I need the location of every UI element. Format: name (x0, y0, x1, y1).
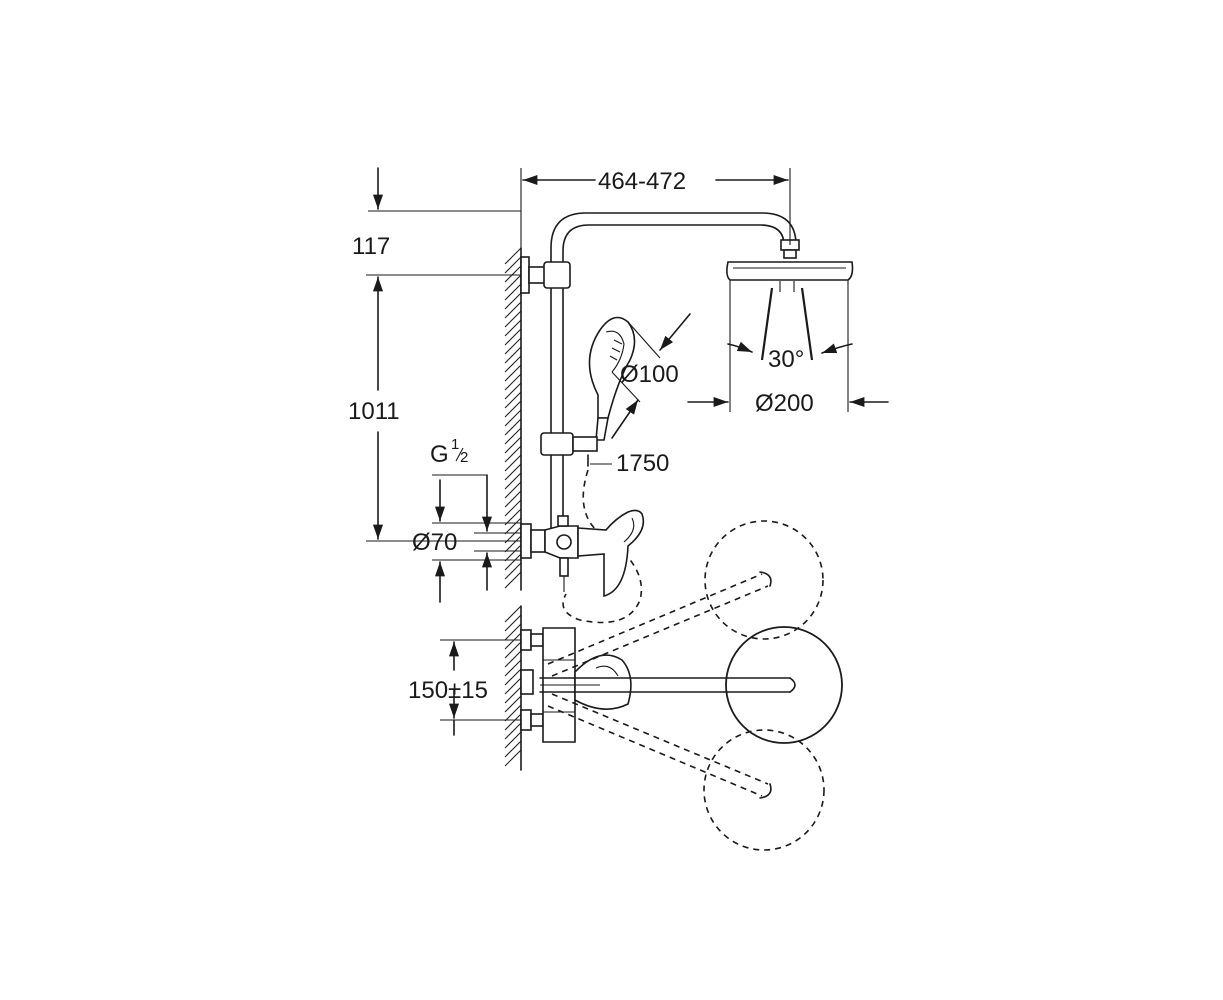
svg-text:G: G (430, 441, 449, 468)
inlet-spacing-label: 150±15 (408, 677, 488, 704)
swivel-arm-position-center (539, 626, 843, 744)
flange-diameter-label: Ø70 (412, 529, 457, 556)
rail-height-dimension (366, 274, 521, 542)
rail-height-label: 1011 (348, 398, 400, 425)
overhead-shower-head (726, 261, 854, 361)
wall-lower (504, 605, 522, 771)
slide-holder (540, 432, 598, 456)
svg-text:1: 1 (451, 436, 459, 453)
inlet-spacing-dimension (440, 639, 521, 736)
shower-mixer-valve (520, 509, 645, 598)
hand-shower (588, 316, 636, 441)
hose-length-label: 1750 (616, 450, 669, 477)
arm-reach-label: 464-472 (598, 168, 686, 195)
thread-label: G 1 2 (430, 436, 468, 468)
head-diameter-label: Ø200 (755, 390, 814, 417)
shower-hose (562, 454, 643, 624)
arm-reach-dimension (520, 168, 791, 248)
shower-riser-pipe (550, 212, 800, 529)
head-diameter-dimension (687, 335, 889, 412)
handshower-diameter-dimension (611, 313, 691, 439)
wall-upper (504, 247, 522, 591)
head-angle-label: 30° (768, 346, 804, 373)
thread-dimension (432, 474, 521, 591)
wall-bracket (520, 256, 571, 294)
top-offset-label: 117 (352, 233, 390, 260)
handshower-diameter-label: Ø100 (620, 361, 679, 388)
swivel-arm-position-down (547, 693, 825, 851)
svg-text:2: 2 (460, 449, 468, 466)
flange-diameter-dimension (432, 479, 521, 603)
top-offset-dimension (368, 167, 521, 212)
swivel-arm-position-up (547, 520, 824, 677)
